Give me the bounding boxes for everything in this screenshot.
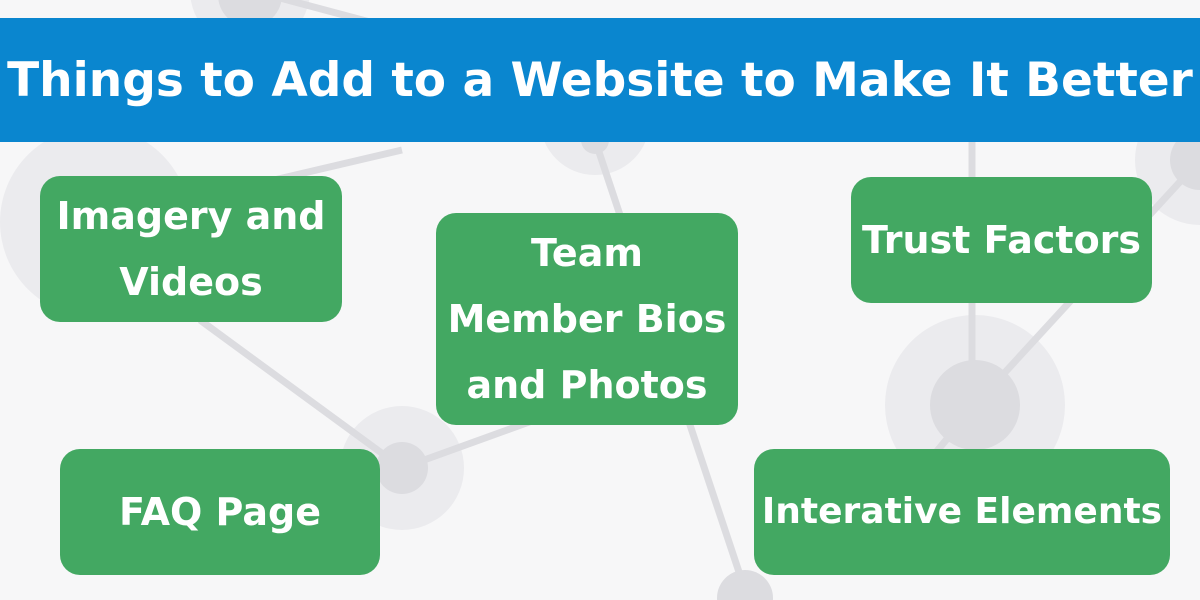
item-card-team-bios: Team Member Bios and Photos <box>436 213 738 425</box>
item-card-trust-factors: Trust Factors <box>851 177 1152 303</box>
network-node <box>717 570 773 600</box>
network-node <box>930 360 1020 450</box>
network-node <box>1170 130 1200 190</box>
item-card-line: Trust Factors <box>861 218 1142 262</box>
item-card-line: Imagery and <box>56 194 326 238</box>
item-card-line: Team <box>531 231 643 275</box>
page-title: Things to Add to a Website to Make It Be… <box>7 52 1193 108</box>
item-card-imagery: Imagery and Videos <box>40 176 342 322</box>
item-card-interactive-elements: Interative Elements <box>754 449 1170 575</box>
item-card-line: Member Bios <box>447 297 727 341</box>
item-card-line: Interative Elements <box>761 491 1163 532</box>
item-card-line: and Photos <box>466 363 708 407</box>
item-card-line: FAQ Page <box>119 490 321 534</box>
title-banner: Things to Add to a Website to Make It Be… <box>0 18 1200 142</box>
item-card-faq: FAQ Page <box>60 449 380 575</box>
network-edge <box>197 317 405 471</box>
network-node <box>376 442 428 494</box>
item-card-line: Videos <box>119 260 263 304</box>
